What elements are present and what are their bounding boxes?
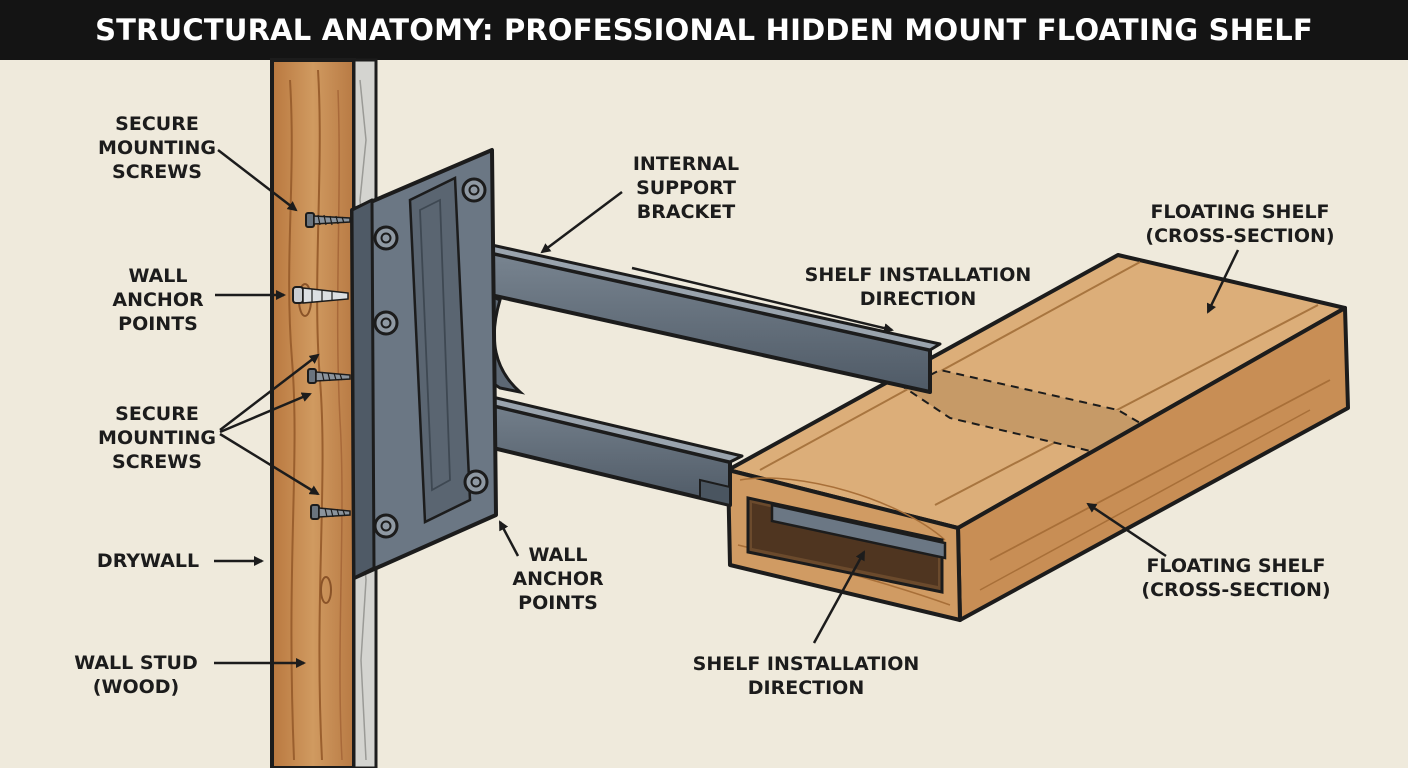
- arrow-screws-mid-c: [219, 432, 320, 496]
- plate-bolt: [373, 225, 399, 251]
- page-title: STRUCTURAL ANATOMY: PROFESSIONAL HIDDEN …: [95, 13, 1313, 47]
- label-shelf-bottom: FLOATING SHELF (CROSS-SECTION): [1141, 555, 1331, 601]
- support-bracket-arm-upper: [430, 232, 942, 394]
- arrow-install-bottom: [812, 550, 866, 644]
- plate-bolt: [373, 310, 399, 336]
- mounting-screw: [305, 212, 351, 228]
- leader-arrows: [214, 149, 1240, 668]
- arrow-anchor-bottom: [498, 520, 520, 557]
- title-bar: STRUCTURAL ANATOMY: PROFESSIONAL HIDDEN …: [0, 0, 1408, 60]
- label-screws-top: SECURE MOUNTING SCREWS: [98, 113, 216, 183]
- label-wall-stud: WALL STUD (WOOD): [74, 652, 198, 698]
- arrow-support-bracket: [540, 191, 623, 254]
- label-install-top: SHELF INSTALLATION DIRECTION: [804, 264, 1032, 310]
- bracket-back-plate: [350, 148, 498, 580]
- arrow-screws-mid-b: [219, 392, 312, 434]
- mounting-screw: [310, 504, 351, 520]
- plate-bolt: [461, 177, 487, 203]
- wall-anchor: [292, 286, 349, 304]
- arrow-shelf-top: [1206, 249, 1240, 314]
- label-anchor-left: WALL ANCHOR POINTS: [112, 265, 204, 335]
- label-anchor-bottom: WALL ANCHOR POINTS: [512, 544, 604, 614]
- label-shelf-top: FLOATING SHELF (CROSS-SECTION): [1145, 201, 1335, 247]
- label-support-bracket: INTERNAL SUPPORT BRACKET: [632, 153, 740, 223]
- floating-shelf: [726, 253, 1350, 622]
- arrow-install-top: [631, 266, 894, 334]
- plate-bolt: [463, 469, 489, 495]
- arrow-screws-mid-a: [219, 353, 320, 431]
- wall-stud: [270, 58, 356, 768]
- label-install-bottom: SHELF INSTALLATION DIRECTION: [692, 653, 920, 699]
- label-screws-mid: SECURE MOUNTING SCREWS: [98, 403, 216, 473]
- arrow-screws-top: [217, 149, 298, 212]
- label-drywall: DRYWALL: [96, 550, 200, 572]
- arrow-shelf-bottom: [1086, 502, 1167, 558]
- plate-bolt: [373, 513, 399, 539]
- mounting-screw: [307, 368, 351, 384]
